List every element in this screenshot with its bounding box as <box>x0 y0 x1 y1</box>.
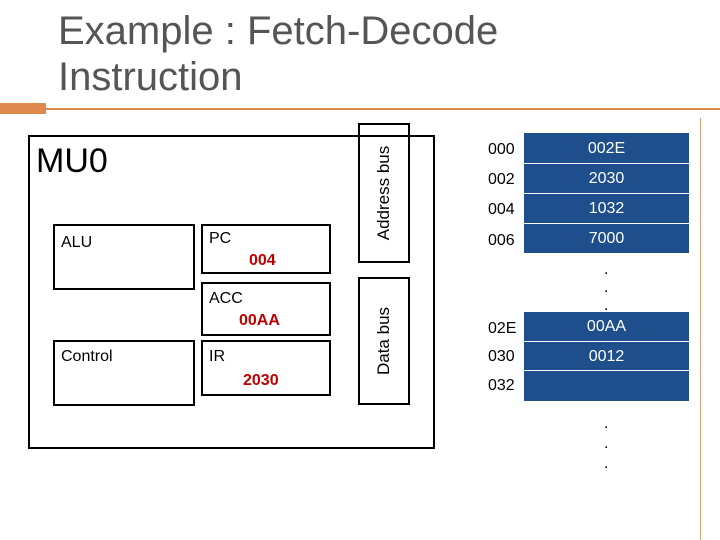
memory-ellipsis-dot: . <box>604 279 609 296</box>
memory-cell: 2030 <box>524 164 689 194</box>
memory-address: 006 <box>488 232 515 249</box>
mu0-label: MU0 <box>36 142 108 180</box>
memory-address: 002 <box>488 171 515 188</box>
pc-register: PC 004 <box>201 224 331 274</box>
ir-register: IR 2030 <box>201 340 331 396</box>
memory-address: 02E <box>488 320 517 337</box>
data-bus: Data bus <box>358 277 410 405</box>
pc-label: PC <box>209 230 232 247</box>
title-accent-bar <box>0 103 46 114</box>
acc-label: ACC <box>209 290 243 307</box>
alu-box: ALU <box>53 224 195 290</box>
memory-address: 032 <box>488 377 515 394</box>
memory-value: 00AA <box>586 318 627 335</box>
memory-cell: 00AA <box>524 312 689 342</box>
title-underline <box>46 108 720 110</box>
ir-value: 2030 <box>243 372 279 389</box>
memory-value: 7000 <box>588 230 625 247</box>
acc-register: ACC 00AA <box>201 282 331 336</box>
slide-divider <box>700 118 701 540</box>
memory-address: 000 <box>488 141 515 158</box>
address-bus: Address bus <box>358 123 410 263</box>
memory-value: 002E <box>587 140 626 157</box>
acc-value: 00AA <box>239 312 280 329</box>
memory-ellipsis-dot: . <box>604 297 609 314</box>
memory-value: 1032 <box>588 200 625 217</box>
data-bus-label: Data bus <box>374 306 393 376</box>
control-box: Control <box>53 340 195 406</box>
alu-label: ALU <box>61 234 93 251</box>
memory-cell: 1032 <box>524 194 689 224</box>
memory-cell <box>524 371 689 401</box>
slide-title: Example : Fetch-Decode Instruction <box>58 9 499 99</box>
memory-address: 030 <box>488 348 515 365</box>
address-bus-label: Address bus <box>374 145 393 241</box>
mu0-processor-box <box>28 135 435 449</box>
memory-ellipsis-dot: . <box>604 415 609 432</box>
memory-address: 004 <box>488 201 515 218</box>
memory-cell: 0012 <box>524 342 689 371</box>
memory-value: 2030 <box>588 170 625 187</box>
memory-ellipsis-dot: . <box>604 261 609 278</box>
ir-label: IR <box>209 348 225 365</box>
memory-ellipsis-dot: . <box>604 455 609 472</box>
control-label: Control <box>61 348 113 365</box>
memory-cell: 002E <box>524 133 689 164</box>
pc-value: 004 <box>249 252 276 269</box>
memory-ellipsis-dot: . <box>604 435 609 452</box>
memory-value: 0012 <box>588 348 625 365</box>
memory-cell: 7000 <box>524 224 689 254</box>
